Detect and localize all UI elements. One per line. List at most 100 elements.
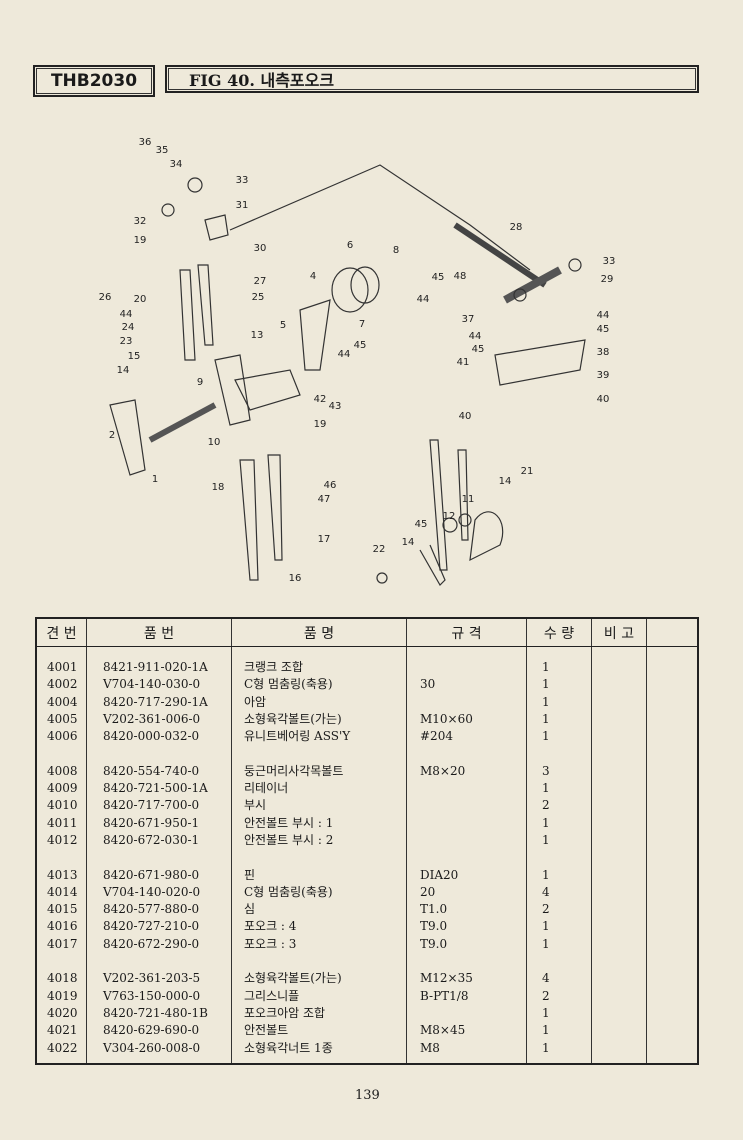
part-name: 포오크 : 4: [244, 919, 297, 934]
item-no: 4012: [47, 832, 78, 847]
spec: 20: [420, 884, 436, 899]
part-number: 8420-629-690-0: [103, 1023, 200, 1038]
callout-38: 38: [597, 347, 610, 358]
part-name: 유니트베어링 ASS'Y: [244, 729, 351, 744]
callout-33: 33: [603, 256, 616, 267]
link-plate-2: [197, 264, 214, 346]
part-number: 8420-671-980-0: [103, 867, 200, 882]
part-number: 8420-577-880-0: [103, 902, 200, 917]
callout-48: 48: [454, 271, 467, 282]
spec: DIA20: [420, 867, 459, 882]
bush-11: [458, 513, 472, 527]
header-spec: 규 격: [451, 625, 482, 642]
part-name: 그리스니플: [244, 988, 300, 1003]
callout-42: 42: [314, 394, 327, 405]
callout-19: 19: [134, 235, 147, 246]
item-no: 4004: [47, 694, 78, 709]
callout-4: 4: [310, 271, 316, 282]
part-number: V763-150-000-0: [103, 988, 201, 1003]
item-no: 4014: [47, 884, 78, 899]
callout-29: 29: [601, 274, 614, 285]
callout-34: 34: [170, 159, 183, 170]
callout-27: 27: [254, 276, 267, 287]
spec: T9.0: [420, 919, 448, 934]
item-no: 4019: [47, 988, 78, 1003]
callout-18: 18: [212, 482, 225, 493]
quantity: 2: [542, 902, 550, 917]
item-no: 4006: [47, 729, 78, 744]
header-part-no: 품 번: [143, 625, 175, 642]
callout-2: 2: [109, 430, 115, 441]
spec: M10×60: [420, 711, 473, 726]
part-number: 8420-000-032-0: [103, 729, 200, 744]
item-no: 4020: [47, 1005, 78, 1020]
part-number: V704-140-020-0: [103, 884, 201, 899]
quantity: 1: [542, 919, 550, 934]
crank-arm: [214, 354, 251, 426]
item-no: 4013: [47, 867, 78, 882]
callout-19: 19: [314, 419, 327, 430]
callout-44: 44: [338, 349, 351, 360]
part-name: 둥근머리사각목볼트: [244, 763, 344, 778]
model-code-box: THB2030: [33, 65, 155, 97]
callout-45: 45: [432, 272, 445, 283]
pin-clip: [419, 544, 446, 586]
callout-46: 46: [324, 480, 337, 491]
callout-31: 31: [236, 200, 249, 211]
bearing-ring: [350, 266, 380, 304]
nut-22: [376, 572, 388, 584]
model-code: THB2030: [50, 71, 138, 91]
callout-44: 44: [469, 331, 482, 342]
part-name: 소형육각너트 1종: [244, 1040, 333, 1055]
quantity: 1: [542, 832, 550, 847]
callout-7: 7: [359, 319, 365, 330]
header-item-no: 견 번: [46, 625, 77, 642]
callout-23: 23: [120, 336, 133, 347]
callout-30: 30: [254, 243, 267, 254]
callout-37: 37: [462, 314, 475, 325]
item-no: 4005: [47, 711, 78, 726]
callout-45: 45: [415, 519, 428, 530]
callout-45: 45: [597, 324, 610, 335]
callout-17: 17: [318, 534, 331, 545]
part-name: 심: [244, 902, 256, 917]
item-no: 4016: [47, 919, 78, 934]
bushing-small: [161, 203, 175, 217]
callout-45: 45: [472, 344, 485, 355]
item-no: 4018: [47, 971, 78, 986]
arm-4: [299, 299, 331, 371]
callout-41: 41: [457, 357, 470, 368]
part-number: 8420-672-030-1: [103, 832, 200, 847]
header-part-name: 품 명: [303, 625, 335, 642]
callout-5: 5: [280, 320, 286, 331]
callout-36: 36: [139, 137, 152, 148]
part-name: 크랭크 조합: [244, 660, 304, 674]
part-number: V304-260-008-0: [103, 1040, 201, 1055]
spec: #204: [420, 729, 453, 744]
callout-20: 20: [134, 294, 147, 305]
part-name: 소형육각볼트(가는): [244, 971, 342, 986]
callout-6: 6: [347, 240, 353, 251]
callout-22: 22: [373, 544, 386, 555]
part-number: V704-140-030-0: [103, 677, 201, 692]
part-number: 8420-554-740-0: [103, 763, 200, 778]
callout-13: 13: [251, 330, 264, 341]
callout-44: 44: [120, 309, 133, 320]
fork-4: [267, 454, 283, 561]
table-header: 견 번 품 번 품 명 규 격 수 량 비 고: [37, 619, 697, 647]
quantity: 4: [542, 884, 550, 899]
